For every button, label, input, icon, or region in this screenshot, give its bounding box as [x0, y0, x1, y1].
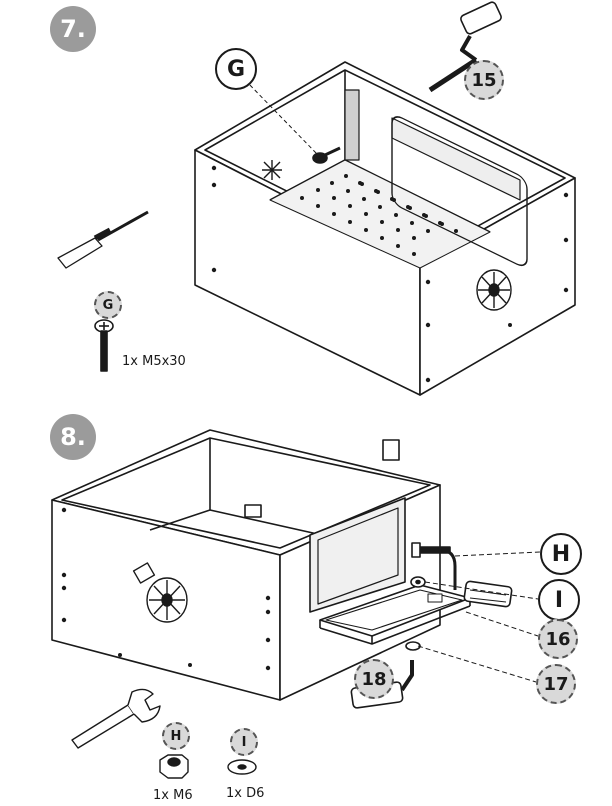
air-vent-left	[262, 160, 282, 180]
handle-part-15	[428, 1, 502, 93]
callout-g-text: G	[226, 56, 246, 82]
callout-h: H	[540, 533, 582, 575]
callout-i-hardware: I	[230, 728, 258, 756]
callout-h-hardware: H	[162, 722, 190, 750]
callout-16-text: 16	[545, 628, 571, 650]
callout-g-hardware: G	[94, 291, 122, 319]
hardware-label-m6: 1x M6	[153, 788, 193, 803]
wrench-tool	[71, 688, 161, 749]
callout-17-text: 17	[543, 673, 569, 695]
hardware-label-d6: 1x D6	[226, 786, 265, 801]
callout-17: 17	[536, 664, 576, 704]
callout-15: 15	[464, 60, 504, 100]
door-handle	[463, 580, 513, 608]
callout-g-hardware-text: G	[102, 297, 114, 313]
perforation-dots	[211, 165, 569, 383]
hardware-washer-d6	[227, 759, 257, 775]
washer-part-17	[405, 641, 421, 651]
air-vent-step8	[132, 562, 188, 623]
callout-i: I	[538, 579, 580, 621]
hardware-screw-m5x30	[94, 319, 114, 372]
callout-15-text: 15	[471, 69, 497, 91]
callout-g-step7: G	[215, 48, 257, 90]
callout-16: 16	[538, 619, 578, 659]
callout-h-text: H	[551, 541, 571, 567]
bolt-h	[411, 542, 457, 590]
callout-18-text: 18	[361, 668, 387, 690]
screwdriver-tool	[57, 210, 149, 269]
callout-h-hardware-text: H	[170, 728, 182, 744]
air-vent-right	[476, 269, 512, 311]
step-7-badge: 7.	[50, 6, 96, 52]
step-8-badge: 8.	[50, 414, 96, 460]
step-7-number: 7.	[60, 15, 86, 43]
screw-g-installed	[312, 146, 341, 164]
callout-i-hardware-text: I	[241, 734, 247, 750]
hardware-label-m5x30: 1x M5x30	[122, 354, 186, 369]
callout-i-text: I	[554, 587, 564, 613]
washer-i	[410, 576, 426, 588]
callout-18: 18	[354, 659, 394, 699]
hardware-nut-m6	[159, 754, 189, 779]
step-8-number: 8.	[60, 423, 86, 451]
housing-box-step8	[51, 429, 441, 701]
